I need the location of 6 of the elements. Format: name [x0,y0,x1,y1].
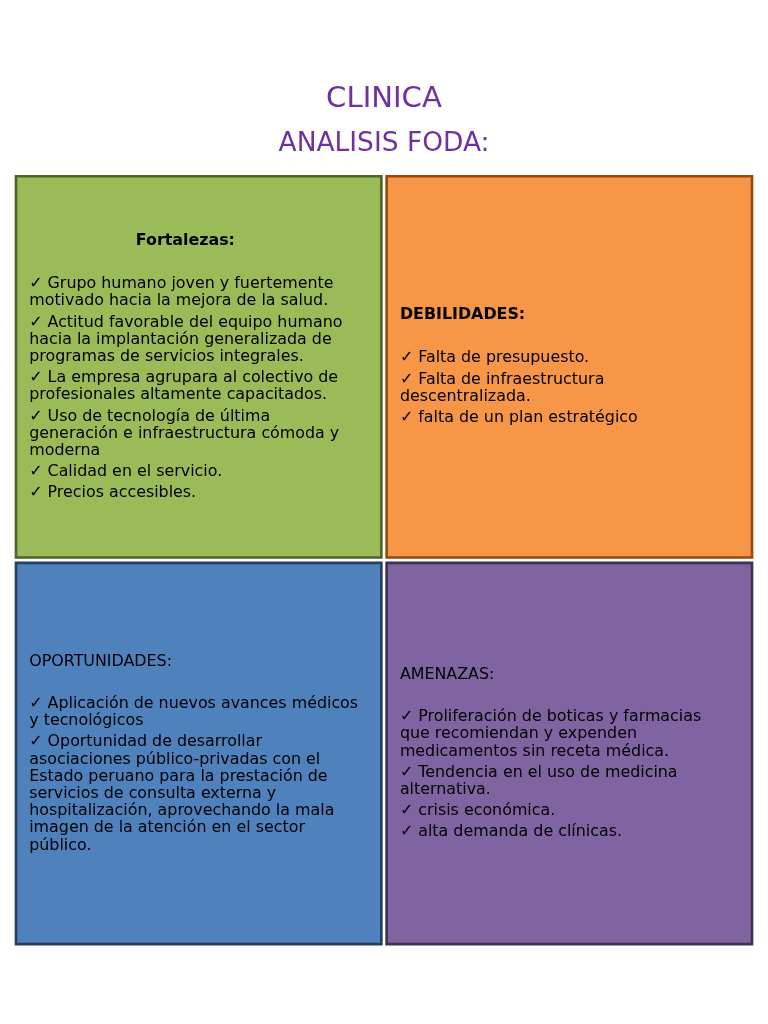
node-box: OPORTUNIDADES: ✓ Aplicación de nuevos avances médicos y tecnológicos ✓ Oportunidad de desarrollar asociaciones público-privadas con el Estado peruano para la prestación de servicios de consulta externa y hospitalización, aprovechando la mala imagen de la atención en el sector público. [14,560,383,945]
node-box: DEBILIDADES: ✓ Falta de presupuesto. ✓ Falta de infraestructura descentralizada. ✓ falta de un plan estratégico [385,174,754,559]
label: ANALISIS FODA: [278,125,490,157]
diagram-title: CLINICA [326,79,442,114]
node-box: Fortalezas: ✓ Grupo humano joven y fuertemente motivado hacia la mejora de la salud. ✓ Actitud favorable del equipo humano hacia la implantación generalizada de programas de servicios integrales. ✓ La empresa agrupara al colectivo de profesionales altamente capacitados. ✓ Uso de tecnología de última generación e infraestructura cómoda y moderna ✓ Calidad en el servicio. ✓ Precios accesibles. [14,174,383,559]
node-box: AMENAZAS: ✓ Proliferación de boticas y farmacias que recomiendan y expenden medicamentos sin receta médica. ✓ Tendencia en el uso de medicina alternativa. ✓ crisis económica. ✓ alta demanda de clínicas. [385,560,754,945]
